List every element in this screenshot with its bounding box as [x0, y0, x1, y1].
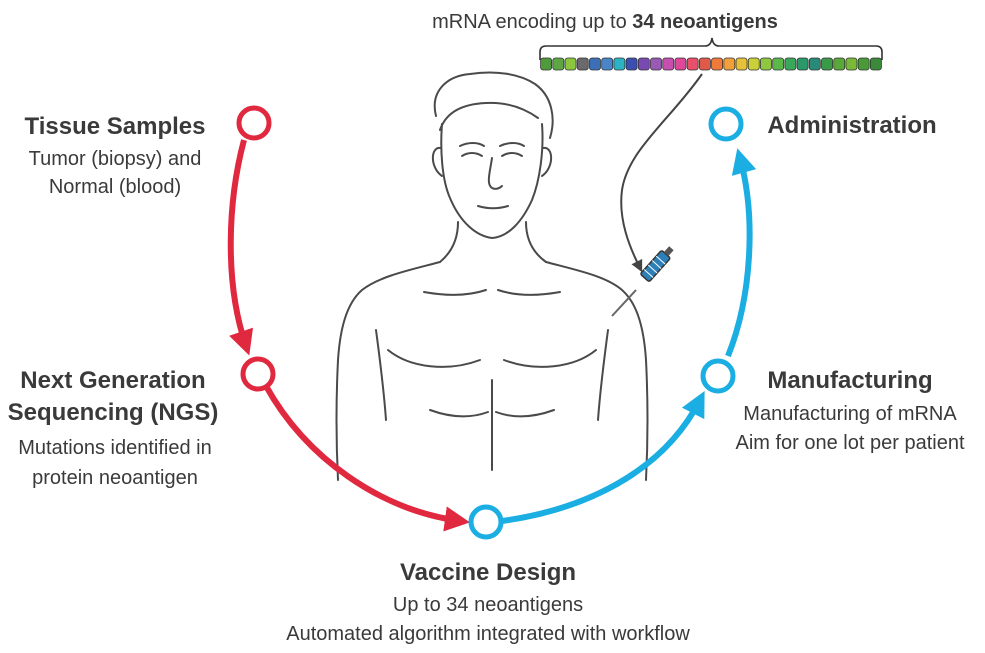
mrna-segment — [625, 57, 638, 71]
mrna-segment — [845, 57, 858, 71]
tissue-title: Tissue Samples — [25, 113, 206, 140]
mrna-strand — [539, 37, 883, 71]
tissue-line1: Tumor (biopsy) and — [29, 148, 202, 170]
mrna-segment — [564, 57, 577, 71]
vaccine-line1: Up to 34 neoantigens — [393, 594, 583, 616]
mrna-segment — [869, 57, 882, 71]
mrna-segment — [637, 57, 650, 71]
manufacturing-title: Manufacturing — [767, 367, 932, 394]
ngs-title-line1: Next Generation — [20, 367, 205, 394]
mrna-segment — [796, 57, 809, 71]
ngs-title-line2: Sequencing (NGS) — [8, 399, 219, 426]
mrna-segment — [613, 57, 626, 71]
arrow-vaccine-to-manufacturing — [501, 391, 705, 524]
arrow-manufacturing-to-administration — [725, 148, 757, 358]
node-vaccine-design — [468, 504, 504, 540]
mrna-segment — [747, 57, 760, 71]
mrna-segment — [723, 57, 736, 71]
mrna-segment — [650, 57, 662, 71]
vaccine-line2: Automated algorithm integrated with work… — [286, 623, 690, 645]
vaccine-title: Vaccine Design — [400, 559, 576, 586]
mrna-segment — [784, 57, 797, 71]
mrna-segment — [711, 57, 724, 71]
administration-title: Administration — [767, 112, 936, 139]
mrna-segment — [833, 57, 846, 71]
node-ngs — [240, 356, 276, 392]
mrna-header-bold: 34 neoantigens — [632, 11, 778, 33]
mrna-header-prefix: mRNA encoding up to — [432, 11, 632, 33]
mrna-segment — [760, 57, 772, 71]
mrna-header: mRNA encoding up to 34 neoantigens — [432, 11, 778, 33]
ngs-line1: Mutations identified in — [18, 437, 211, 459]
mrna-segment — [808, 57, 821, 71]
mrna-segment — [589, 57, 601, 71]
syringe-icon — [611, 246, 674, 317]
node-administration — [708, 106, 744, 142]
mrna-segment — [821, 57, 833, 71]
arrow-ngs-to-vaccine — [263, 384, 470, 532]
node-tissue-samples — [236, 105, 272, 141]
mrna-segment — [698, 57, 711, 71]
manufacturing-line2: Aim for one lot per patient — [735, 432, 964, 454]
mrna-to-syringe-arrow — [620, 73, 703, 273]
mrna-segment — [576, 57, 589, 71]
mrna-segment — [772, 57, 785, 71]
tissue-line2: Normal (blood) — [49, 176, 181, 198]
node-manufacturing — [700, 358, 736, 394]
mrna-bracket — [539, 37, 883, 60]
human-torso-illustration — [335, 71, 649, 481]
mrna-segment — [662, 57, 675, 71]
mrna-segment — [686, 57, 699, 71]
mrna-segment — [674, 57, 687, 71]
arrow-tissue-to-ngs — [227, 139, 254, 356]
mrna-segment — [552, 57, 565, 71]
mrna-segment — [540, 57, 553, 71]
mrna-segment — [601, 57, 614, 71]
mrna-segment — [857, 57, 870, 71]
mrna-segment — [735, 57, 748, 71]
manufacturing-line1: Manufacturing of mRNA — [743, 403, 957, 425]
ngs-line2: protein neoantigen — [32, 467, 198, 489]
